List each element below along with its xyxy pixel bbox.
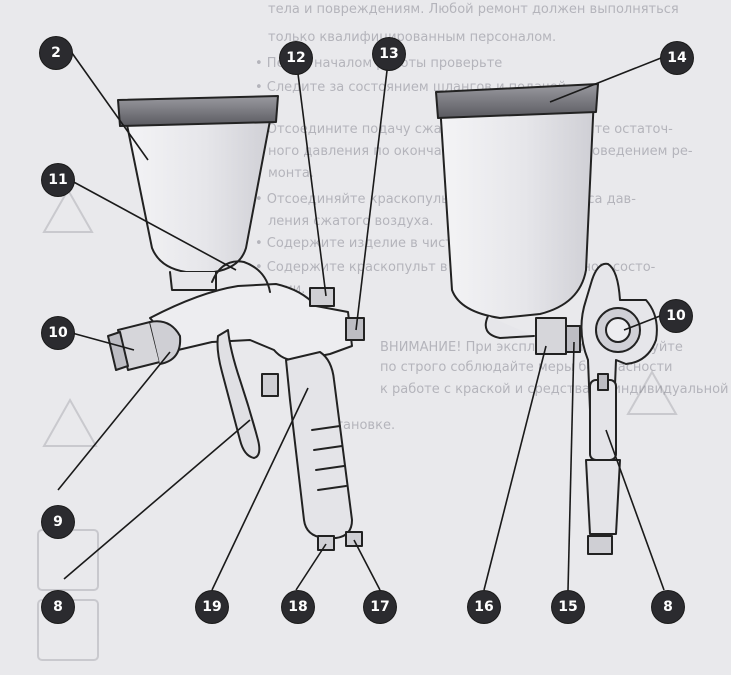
air-inlet-right — [345, 531, 363, 547]
callout-16: 16 — [468, 591, 500, 623]
callout-10-right: 10 — [660, 300, 692, 332]
callout-17: 17 — [364, 591, 396, 623]
air-inlet-left — [317, 535, 335, 551]
callout-19: 19 — [196, 591, 228, 623]
bg-text-line: тела и повреждениям. Любой ремонт должен… — [268, 2, 679, 17]
adjust-knob — [345, 317, 365, 341]
paint-cup-side — [439, 95, 595, 319]
callout-14: 14 — [661, 42, 693, 74]
callout-13: 13 — [373, 38, 405, 70]
callout-12: 12 — [280, 42, 312, 74]
callout-9: 9 — [42, 506, 74, 538]
callout-10-left: 10 — [42, 317, 74, 349]
air-inlet-front — [587, 535, 613, 555]
leader-lines — [57, 52, 665, 591]
bg-text-line: к работе с краской и средствами индивиду… — [380, 382, 729, 397]
trigger — [216, 329, 261, 459]
bg-text-line: ления сжатого воздуха. — [268, 214, 434, 229]
bg-text-line: монта. — [268, 166, 314, 181]
paint-cup — [123, 109, 273, 273]
fluid-valve — [309, 287, 335, 307]
left-spray-gun — [107, 95, 365, 551]
hanging-hook — [211, 260, 271, 293]
callout-15: 15 — [552, 591, 584, 623]
callout-2: 2 — [40, 37, 72, 69]
callout-8-right: 8 — [652, 591, 684, 623]
cup-lid-side — [435, 83, 599, 119]
callout-11: 11 — [42, 164, 74, 196]
callout-8-left: 8 — [42, 591, 74, 623]
gun-handle — [285, 351, 353, 539]
right-spray-gun — [435, 83, 658, 555]
cup-lid — [117, 95, 279, 127]
callout-18: 18 — [282, 591, 314, 623]
bg-text-line: только квалифицированным персоналом. — [268, 30, 557, 45]
